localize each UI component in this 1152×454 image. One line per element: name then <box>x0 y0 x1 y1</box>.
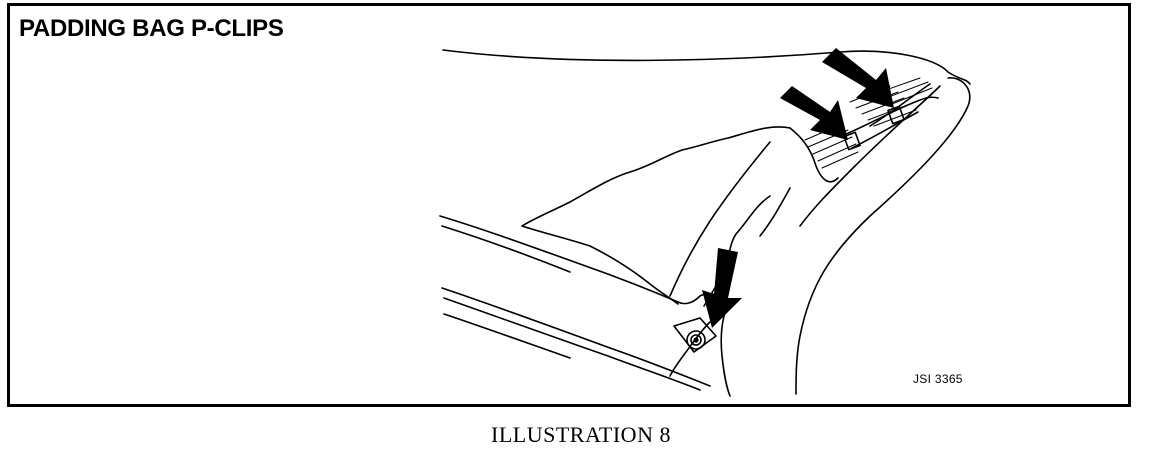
fabric-edge-upper <box>521 126 791 305</box>
pointer-arrow-icon <box>822 48 894 108</box>
pointer-arrow-icon <box>780 86 848 140</box>
reference-code: JSI 3365 <box>913 372 963 386</box>
padding-bag-top-edge <box>442 49 971 85</box>
illustration-frame: PADDING BAG P-CLIPS <box>7 3 1131 407</box>
padding-bag-drawing <box>439 48 971 397</box>
lower-rail-2 <box>441 287 711 387</box>
lower-rail-1 <box>439 215 679 303</box>
illustration-caption: ILLUSTRATION 8 <box>491 422 671 447</box>
figure-title: PADDING BAG P-CLIPS <box>19 15 284 42</box>
clip-rail <box>845 96 939 135</box>
pointer-arrow-icon <box>702 248 742 328</box>
padding-bag-end-cap <box>795 77 971 395</box>
p-clip-icon <box>686 330 706 350</box>
